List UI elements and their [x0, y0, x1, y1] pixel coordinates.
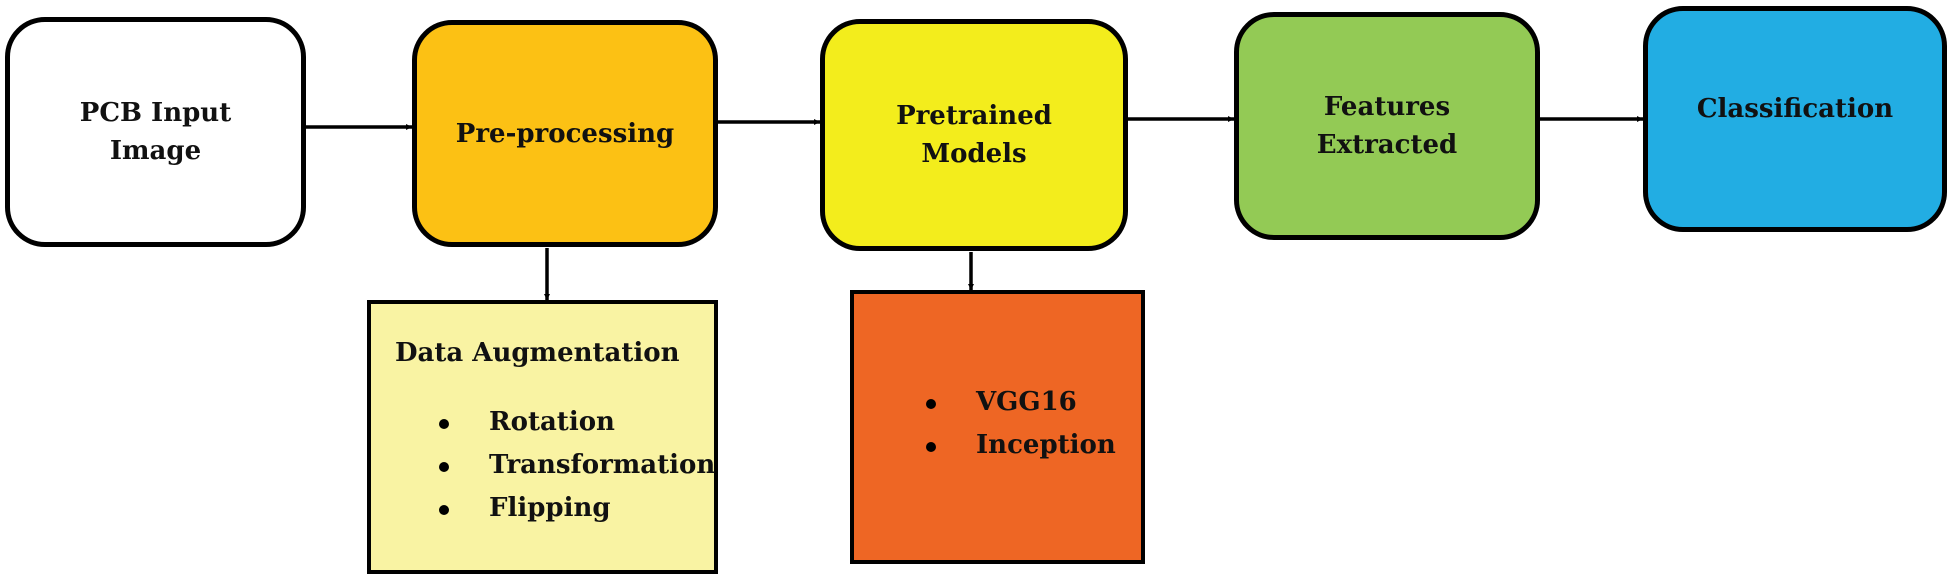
- panel-title: Data Augmentation: [395, 338, 680, 368]
- node-pre-processing: Pre-processing: [412, 20, 718, 247]
- list-item: Inception: [920, 424, 1116, 467]
- list-item: Flipping: [433, 487, 715, 530]
- node-label: PCB Input Image: [79, 98, 232, 166]
- node-label: Classification: [1696, 94, 1894, 124]
- list-item: Rotation: [433, 401, 715, 444]
- list-item: Transformation: [433, 444, 715, 487]
- node-label: Features Extracted: [1316, 92, 1458, 160]
- node-pretrained-models: Pretrained Models: [820, 19, 1128, 251]
- list-item: VGG16: [920, 381, 1116, 424]
- node-classification: Classification: [1643, 6, 1947, 232]
- node-label: Pretrained Models: [896, 101, 1052, 169]
- node-features-extracted: Features Extracted: [1234, 12, 1540, 240]
- node-pcb-input-image: PCB Input Image: [5, 17, 306, 247]
- node-label: Pre-processing: [455, 118, 675, 149]
